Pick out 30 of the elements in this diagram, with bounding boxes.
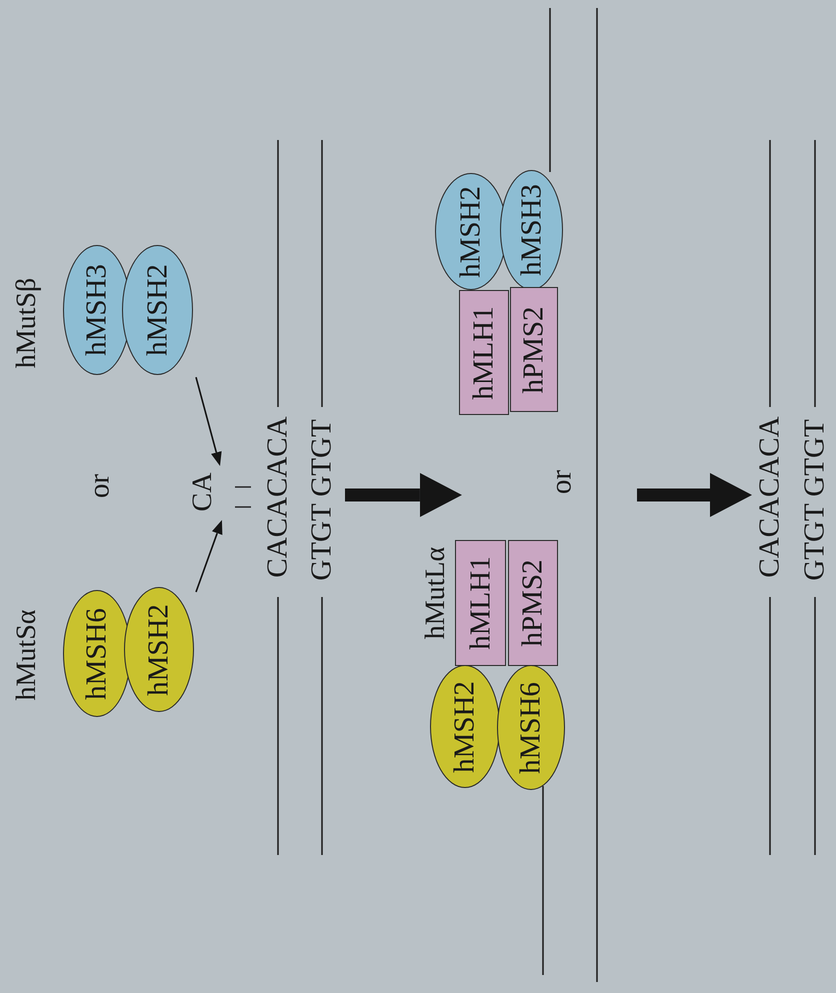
protein-box xyxy=(459,290,509,415)
protein-name: hMSH2 xyxy=(144,604,174,696)
protein-name: hPMS2 xyxy=(520,306,548,394)
mismatch-bases: CA xyxy=(189,472,217,512)
protein-name: hPMS2 xyxy=(518,559,548,647)
protein-box xyxy=(455,540,506,666)
dna-sequence: CACACACA xyxy=(756,416,784,578)
arrow xyxy=(637,473,752,517)
dna-sequence: GTGT GTGT xyxy=(308,419,336,581)
protein-name: hMSH3 xyxy=(517,184,546,276)
protein-name: hMLH1 xyxy=(470,306,498,400)
or-label: or xyxy=(86,474,114,498)
protein-name: hMSH2 xyxy=(456,186,486,278)
arrow xyxy=(345,473,462,517)
dna-sequence: GTGT GTGT xyxy=(800,419,830,581)
protein-name: hMSH2 xyxy=(143,264,172,356)
protein-name: hMSH2 xyxy=(450,680,480,772)
protein-name: hMSH6 xyxy=(516,682,546,774)
complex-name: hMutLα xyxy=(422,546,450,640)
protein-name: hMSH3 xyxy=(82,264,112,356)
protein-box xyxy=(510,287,558,412)
dna-sequence: CACACACA xyxy=(264,416,292,578)
protein-name: hMSH6 xyxy=(82,608,112,700)
or-label: or xyxy=(548,470,576,494)
arrow xyxy=(195,520,222,592)
arrow xyxy=(195,377,222,466)
complex-name: hMutSα xyxy=(13,610,41,700)
complex-name: hMutSβ xyxy=(13,278,41,368)
protein-name: hMLH1 xyxy=(466,556,495,650)
protein-box xyxy=(508,540,558,666)
